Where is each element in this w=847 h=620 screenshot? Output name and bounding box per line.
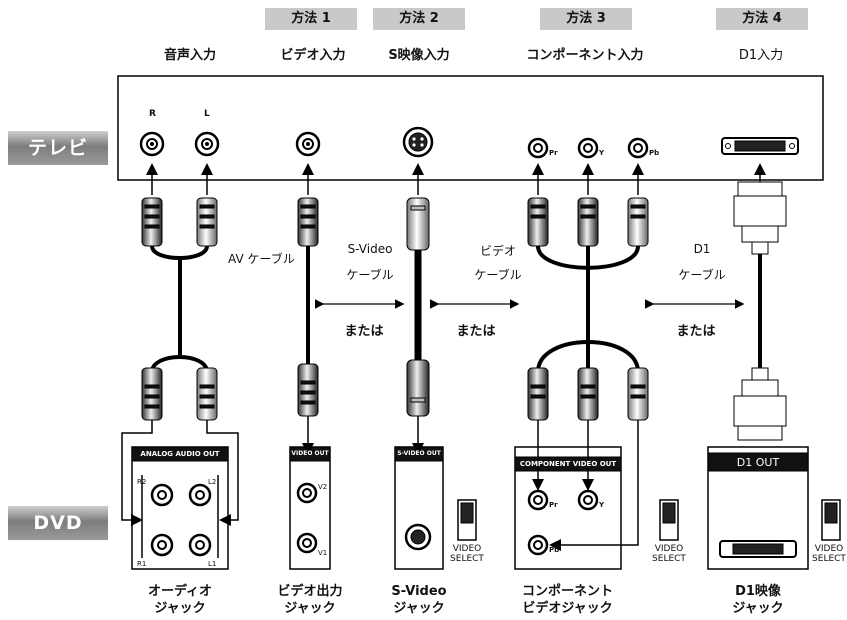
input-d1-label: D1入力 — [738, 48, 784, 63]
input-svideo-label: S映像入力 — [388, 48, 450, 63]
tv-jack-d1 — [721, 137, 799, 155]
cable-d1-label-2: ケーブル — [678, 268, 726, 282]
or-label-2: または — [456, 324, 496, 339]
tv-jack-video — [295, 131, 321, 157]
dvd-d1-jack — [719, 540, 797, 558]
method-3-label: 方法 3 — [540, 8, 632, 30]
dvd-label: DVD — [8, 506, 108, 540]
tv-jack-l — [194, 131, 220, 157]
bottom-label-d1: D1映像ジャック — [732, 584, 784, 616]
dvd-l1-label: L1 — [208, 560, 217, 568]
cable-video-label-2: ケーブル — [474, 268, 522, 282]
dvd-audio-jacks — [150, 483, 212, 557]
panel-d1-header: D1 OUT — [736, 456, 780, 469]
dvd-pb-label: Pb — [549, 546, 560, 554]
dvd-pr-label: Pr — [549, 501, 558, 509]
dvd-component-jacks — [527, 489, 599, 556]
panel-video-header: VIDEO OUT — [290, 450, 330, 457]
tv-jack-pr — [527, 137, 549, 159]
panel-analog-header: ANALOG AUDIO OUT — [132, 450, 228, 458]
panel-svideo-header: S-VIDEO OUT — [395, 450, 443, 457]
bottom-label-video: ビデオ出力ジャック — [277, 584, 343, 616]
dvd-v2-label: V2 — [318, 483, 328, 491]
bottom-label-audio: オーディオジャック — [147, 584, 213, 616]
input-component-label: コンポーネント入力 — [526, 48, 644, 63]
tv-jack-pb — [627, 137, 649, 159]
tv-panel — [117, 75, 824, 181]
tv-jack-r — [139, 131, 165, 157]
cable-svideo-label-1: S-Video — [347, 242, 393, 256]
method-2-label: 方法 2 — [373, 8, 465, 30]
cable-av-label: AV ケーブル — [228, 252, 295, 266]
panel-component-header: COMPONENT VIDEO OUT — [515, 460, 621, 468]
cable-video-label-1: ビデオ — [479, 244, 516, 258]
cable-plugs-top — [141, 181, 787, 255]
tv-jack-y — [577, 137, 599, 159]
dvd-r2-label: R2 — [137, 478, 147, 486]
tv-jack-pb-label: Pb — [649, 149, 660, 157]
or-label-3: または — [676, 324, 716, 339]
cable-d1-label-1: D1 — [693, 242, 711, 256]
input-audio-label: 音声入力 — [163, 48, 216, 63]
bottom-label-component: コンポーネントビデオジャック — [521, 584, 613, 616]
dvd-l2-label: L2 — [208, 478, 217, 486]
cable-svideo-label-2: ケーブル — [346, 268, 394, 282]
tv-jack-r-label: R — [149, 109, 156, 119]
tv-jack-l-label: L — [204, 109, 210, 119]
method-4-label: 方法 4 — [716, 8, 808, 30]
cable-plugs-bottom — [141, 359, 787, 441]
tv-jack-svideo — [402, 126, 434, 158]
tv-jack-y-label: Y — [599, 149, 605, 157]
tv-label: テレビ — [8, 131, 108, 165]
dvd-v1-label: V1 — [318, 549, 328, 557]
dvd-r1-label: R1 — [137, 560, 147, 568]
dvd-svideo-jack — [404, 523, 432, 551]
method-1-label: 方法 1 — [265, 8, 357, 30]
tv-jack-pr-label: Pr — [549, 149, 558, 157]
or-label-1: または — [344, 324, 384, 339]
input-video-label: ビデオ入力 — [280, 48, 346, 63]
video-select-switches — [457, 499, 841, 541]
dvd-video-jacks — [296, 482, 318, 554]
dvd-y-label: Y — [599, 501, 605, 509]
